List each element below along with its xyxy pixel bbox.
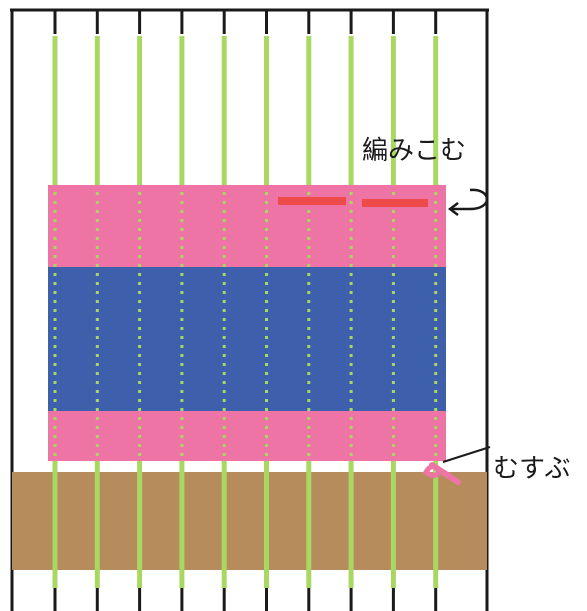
- tan-base-band: [12, 472, 487, 570]
- red-weft: [278, 197, 428, 207]
- curved-arrow-icon: [447, 188, 489, 216]
- bottom-pins: [53, 570, 438, 611]
- blue-band: [48, 267, 446, 411]
- pink-band-bottom: [48, 411, 446, 461]
- label-weave-in: 編みこむ: [362, 136, 467, 166]
- pink-band-top: [48, 185, 446, 267]
- knot-icon: [422, 446, 491, 485]
- label-tie: むすぶ: [493, 454, 571, 484]
- warp-dash-marks: [53, 192, 438, 456]
- top-pins: [53, 10, 438, 34]
